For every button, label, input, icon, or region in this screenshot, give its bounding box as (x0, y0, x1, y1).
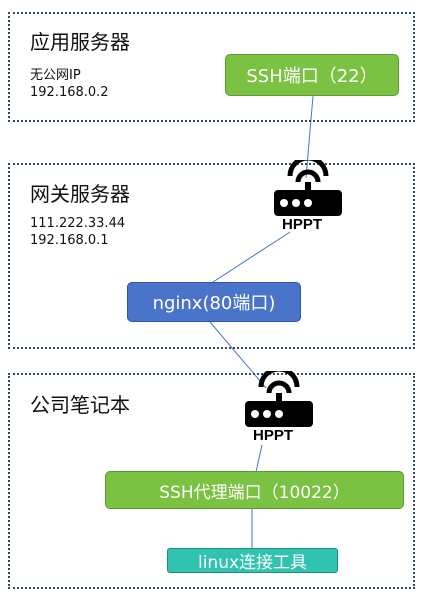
app-server-private-ip: 192.168.0.2 (30, 85, 109, 100)
app-server-zone: 应用服务器 无公网IP 192.168.0.2 (8, 12, 415, 122)
router-1: HPPT (272, 155, 344, 240)
gateway-private-ip: 192.168.0.1 (30, 233, 109, 248)
router-2: HPPT (243, 366, 315, 451)
gateway-server-zone: 网关服务器 111.222.33.44 192.168.0.1 (8, 163, 415, 349)
nginx-node: nginx(80端口) (127, 282, 301, 322)
router-1-label: HPPT (282, 216, 323, 233)
gateway-public-ip: 111.222.33.44 (30, 216, 126, 231)
router-icon (245, 366, 313, 427)
app-server-title: 应用服务器 (30, 30, 130, 54)
link-nginx-to-router2 (209, 321, 267, 389)
gateway-server-info: 111.222.33.44 192.168.0.1 (30, 215, 125, 249)
laptop-zone: 公司笔记本 (8, 373, 415, 589)
ssh-port-node: SSH端口（22） (225, 54, 399, 96)
router-2-label: HPPT (253, 427, 294, 444)
router-icon (274, 155, 342, 216)
app-server-info: 无公网IP 192.168.0.2 (30, 67, 109, 101)
link-router1-to-nginx (209, 231, 291, 285)
app-server-ip-note: 无公网IP (30, 68, 81, 83)
ssh-proxy-port-node: SSH代理端口（10022） (105, 471, 404, 509)
link-router2-to-proxy (255, 444, 263, 473)
laptop-title: 公司笔记本 (30, 393, 130, 417)
gateway-server-title: 网关服务器 (30, 182, 130, 206)
linux-tool-node: linux连接工具 (167, 548, 338, 573)
